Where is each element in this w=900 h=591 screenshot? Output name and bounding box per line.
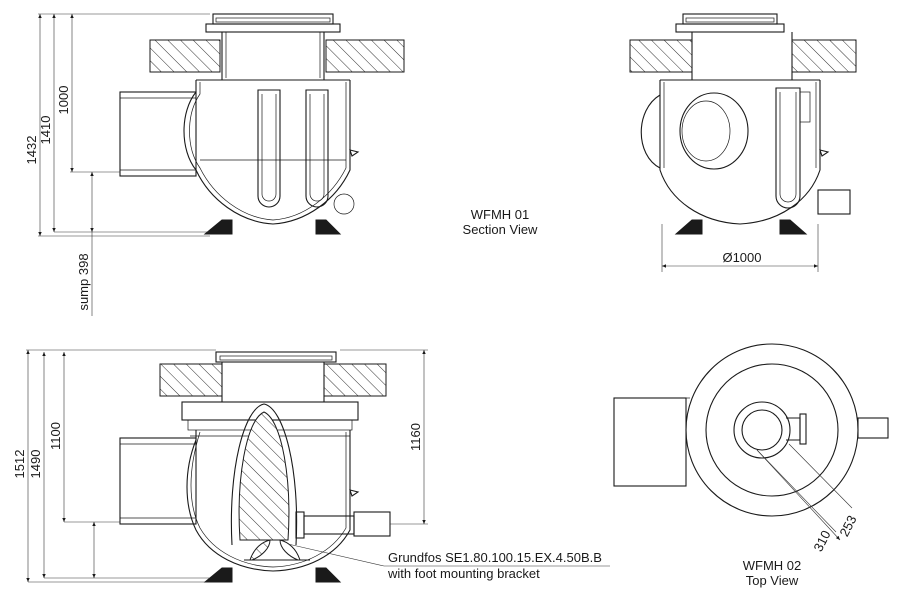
dim-sump-label: sump 398 <box>76 253 91 310</box>
dim-253-label: 253 <box>836 513 859 539</box>
slab-right <box>325 39 405 73</box>
slab-left <box>629 39 693 73</box>
section-view-drawing <box>38 13 405 316</box>
side-view-drawing <box>629 13 857 272</box>
dim-1512-label: 1512 <box>12 450 27 479</box>
section-view-subtitle: Section View <box>463 222 539 237</box>
pump-callout-line2: with foot mounting bracket <box>387 566 540 581</box>
dim-1100-label: 1100 <box>48 422 63 450</box>
top-view-name: WFMH 02 <box>743 558 802 573</box>
dim-1000-label: 1000 <box>56 86 71 115</box>
pump-section-drawing <box>26 349 610 583</box>
slab-left <box>149 39 221 73</box>
pump-callout-line1: Grundfos SE1.80.100.15.EX.4.50B.B <box>388 550 602 565</box>
slab-left <box>159 363 223 397</box>
dim-diameter-label: Ø1000 <box>722 250 761 265</box>
dim-310-label: 310 <box>810 528 833 554</box>
top-view-drawing <box>613 343 889 541</box>
dim-1410-label: 1410 <box>38 116 53 145</box>
dim-1160-label: 1160 <box>408 423 423 451</box>
slab-right <box>323 363 387 397</box>
dim-1490-label: 1490 <box>28 450 43 479</box>
dim-1432-label: 1432 <box>24 136 39 165</box>
slab-right <box>791 39 857 73</box>
section-view-name: WFMH 01 <box>471 207 530 222</box>
top-view-subtitle: Top View <box>746 573 799 588</box>
pump-body <box>238 411 290 541</box>
